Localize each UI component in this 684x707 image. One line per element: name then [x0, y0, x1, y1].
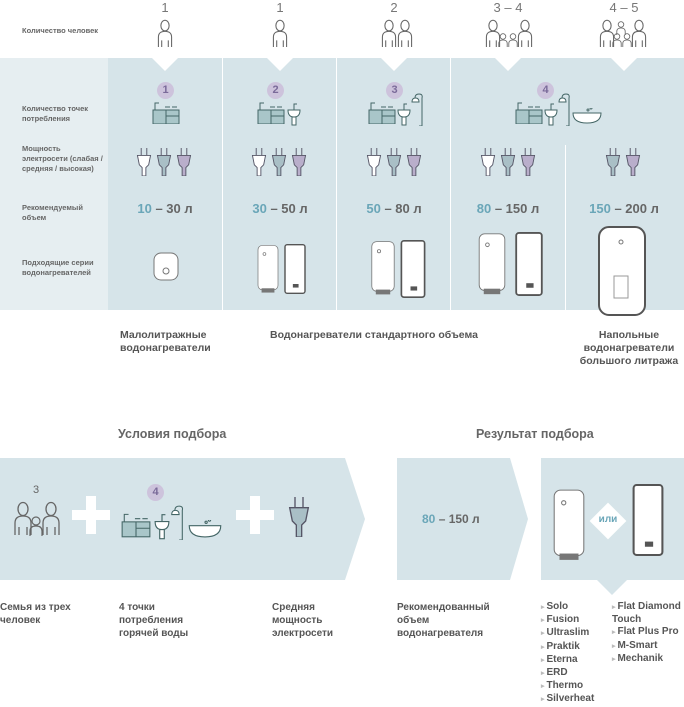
- volume-value: 150 – 200 л: [589, 201, 659, 216]
- category-floor: Напольные водонагреватели большого литра…: [579, 329, 679, 367]
- row-label-power: Мощность электросети (слабая / средняя /…: [22, 144, 103, 173]
- points-badge: 3: [386, 82, 403, 99]
- plus-icon-v: [86, 496, 96, 534]
- series-item[interactable]: Solo: [541, 601, 594, 614]
- series-item[interactable]: Flat Plus Pro: [612, 626, 684, 639]
- people-count: 2: [390, 0, 398, 15]
- series-item[interactable]: M-Smart: [612, 640, 684, 653]
- power-plugs-icon: [366, 148, 422, 176]
- points-badge: 2: [267, 82, 284, 99]
- notch: [381, 58, 407, 71]
- series-item[interactable]: Ultraslim: [541, 627, 594, 640]
- kitchen-sink-shower-icon: [368, 93, 423, 126]
- selection-volume: 80 – 150 л: [422, 512, 480, 526]
- arrow-down: [597, 580, 627, 595]
- selection-people: 3: [33, 484, 40, 496]
- volume-panel: [397, 458, 510, 580]
- notch: [267, 58, 293, 71]
- row-label-volume: Рекомендуемый объем: [22, 203, 83, 222]
- series-item[interactable]: ERD: [541, 667, 594, 680]
- points-badge: 4: [537, 82, 554, 99]
- compact-heater-icon: [153, 252, 179, 281]
- couple-icon: [381, 19, 413, 47]
- kitchen-sink-icon: [257, 102, 301, 126]
- series-item[interactable]: Praktik: [541, 641, 594, 654]
- conditions-title: Условия подбора: [118, 427, 227, 441]
- people-count: 1: [276, 0, 284, 15]
- volume-value: 10 – 30 л: [137, 201, 193, 216]
- or-label: или: [598, 514, 618, 525]
- people-count: 4 – 5: [609, 0, 639, 15]
- power-plugs-icon: [480, 148, 536, 176]
- people-count: 1: [161, 0, 169, 15]
- power-plugs-icon: [605, 148, 641, 176]
- series-list-left: Solo Fusion Ultraslim Praktik Eterna ERD…: [541, 601, 594, 707]
- kitchen-sink-shower-bath-icon: [515, 93, 602, 126]
- kitchen-icon: [152, 102, 180, 124]
- row-label-points: Количество точек потребления: [22, 104, 89, 123]
- consumption-points-icon: [121, 505, 222, 540]
- volume-value: 50 – 80 л: [366, 201, 422, 216]
- points-badge: 1: [157, 82, 174, 99]
- series-item[interactable]: Flat Diamond Touch: [612, 601, 684, 626]
- series-item[interactable]: Thermo: [541, 680, 594, 693]
- column-2: [223, 58, 336, 310]
- result-title: Результат подбора: [476, 427, 594, 441]
- volume-value: 80 – 150 л: [476, 201, 540, 216]
- series-item[interactable]: Silverheat: [541, 693, 594, 706]
- series-item[interactable]: Mechanik: [612, 653, 684, 666]
- medium-power-plug-icon: [288, 497, 310, 537]
- people-count: 3 – 4: [493, 0, 523, 15]
- caption-family: Семья из трех человек: [0, 602, 71, 626]
- category-standard: Водонагреватели стандартного объема: [270, 329, 478, 341]
- person-icon: [272, 19, 288, 47]
- round-heater-icon: [553, 489, 585, 561]
- category-small: Малолитражные водонагреватели: [120, 329, 211, 354]
- volume-value: 30 – 50 л: [252, 201, 308, 216]
- plus-icon-v: [250, 496, 260, 534]
- standard-heaters-icon: [257, 244, 306, 294]
- arrow: [345, 458, 365, 580]
- points-badge: 4: [147, 484, 164, 501]
- label-column: [0, 58, 108, 310]
- series-list-right: Flat Diamond Touch Flat Plus Pro M-Smart…: [612, 601, 684, 666]
- flat-heater-icon: [632, 484, 664, 556]
- notch: [495, 58, 521, 71]
- arrow: [510, 458, 528, 580]
- person-icon: [157, 19, 173, 47]
- row-label-series: Подходящие серии водонагревателей: [22, 258, 94, 277]
- family-icon: [14, 501, 60, 536]
- series-item[interactable]: Fusion: [541, 614, 594, 627]
- power-plugs-icon: [251, 148, 307, 176]
- floor-heater-icon: [598, 226, 646, 316]
- series-item[interactable]: Eterna: [541, 654, 594, 667]
- large-family-icon: [599, 19, 647, 47]
- standard-heaters-icon: [371, 240, 426, 298]
- notch: [611, 58, 637, 71]
- family-icon: [485, 19, 533, 47]
- power-plugs-icon: [136, 148, 192, 176]
- row-label-people: Количество человек: [22, 26, 99, 35]
- caption-points: 4 точки потребления горячей воды: [119, 602, 189, 639]
- standard-heaters-icon: [478, 232, 543, 296]
- caption-power: Средняя мощность электросети: [272, 602, 334, 639]
- notch: [152, 58, 178, 71]
- caption-volume: Рекомендованный объем водонагревателя: [397, 602, 490, 639]
- column-divider: [565, 145, 566, 310]
